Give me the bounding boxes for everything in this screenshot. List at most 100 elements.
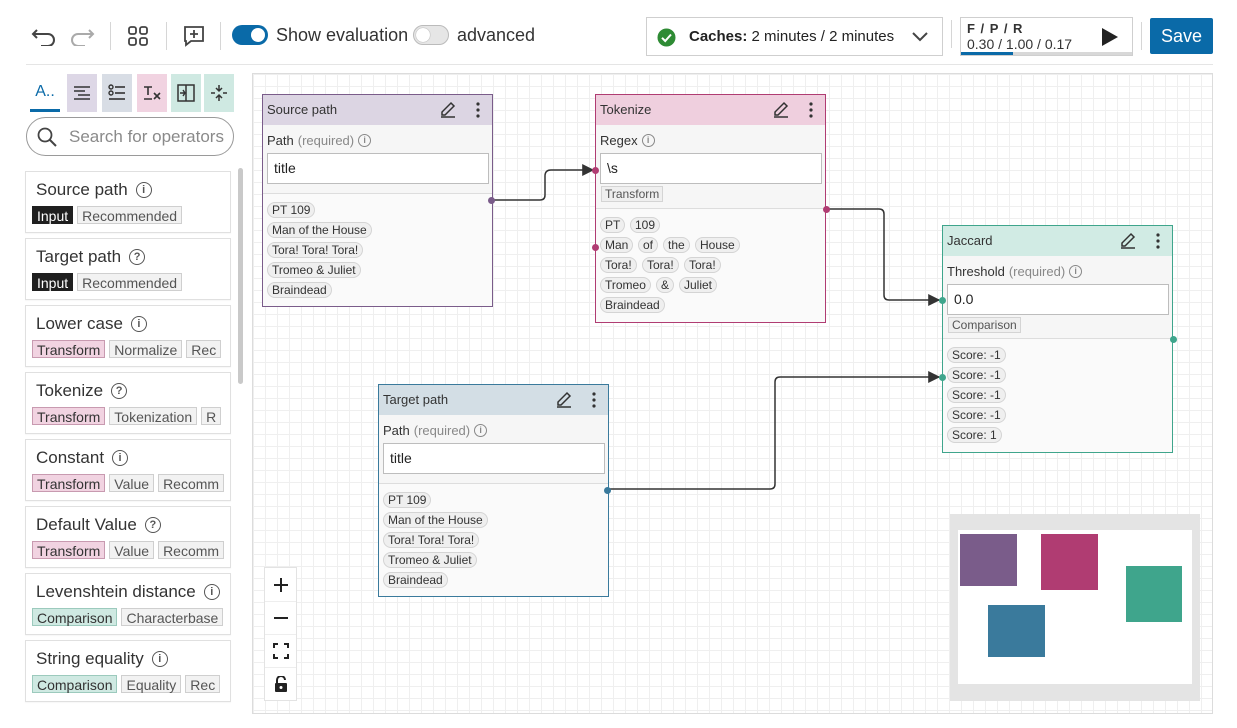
edit-icon[interactable] <box>772 101 790 119</box>
info-icon[interactable]: i <box>641 134 655 147</box>
info-icon[interactable]: i <box>474 424 488 437</box>
edit-icon[interactable] <box>555 391 573 409</box>
param-name: Threshold <box>947 264 1005 279</box>
more-vert-icon[interactable] <box>802 101 820 119</box>
input-port[interactable] <box>939 297 946 304</box>
zoom-in-button[interactable] <box>265 568 296 601</box>
node-source-path[interactable]: Source path Path(required)i title PT 109… <box>262 94 495 307</box>
input-port[interactable] <box>592 244 599 251</box>
tab-input[interactable] <box>67 74 97 112</box>
input-port[interactable] <box>939 374 946 381</box>
redo-button[interactable] <box>68 22 96 50</box>
toolbar-divider <box>110 22 111 50</box>
node-header[interactable]: Target path <box>379 385 608 415</box>
caches-dropdown[interactable]: Caches: 2 minutes / 2 minutes <box>646 17 943 56</box>
score-chip: Score: -1 <box>947 347 1006 363</box>
play-icon[interactable] <box>1099 27 1119 47</box>
operator-tag: Comparison <box>32 608 118 626</box>
operator-title-text: Default Value <box>36 515 137 534</box>
sidebar-scrollbar[interactable] <box>238 168 243 384</box>
operator-tag: Transform <box>32 541 106 559</box>
toggle-knob <box>416 28 430 42</box>
more-vert-icon[interactable] <box>585 391 603 409</box>
node-target-path[interactable]: Target path Path(required)i title PT 109… <box>378 384 611 597</box>
node-jaccard[interactable]: Jaccard Threshold(required)i 0.0 Compari… <box>939 225 1177 453</box>
save-button[interactable]: Save <box>1150 18 1213 54</box>
info-icon[interactable]: i <box>130 316 147 332</box>
zoom-in-icon <box>273 577 288 592</box>
help-icon[interactable]: ? <box>129 249 146 265</box>
operator-tag: Input <box>32 273 74 291</box>
help-icon[interactable]: ? <box>111 383 128 399</box>
threshold-input[interactable]: 0.0 <box>947 284 1169 315</box>
info-icon[interactable]: i <box>1069 265 1083 278</box>
path-input[interactable]: title <box>267 153 489 184</box>
output-port[interactable] <box>823 206 830 213</box>
minimap[interactable] <box>950 514 1200 701</box>
operator-title-text: Constant <box>36 448 105 467</box>
info-icon[interactable]: i <box>135 182 152 198</box>
node-header[interactable]: Tokenize <box>596 95 825 125</box>
tab-aggregation[interactable] <box>204 74 234 112</box>
evaluation-score-panel[interactable]: F / P / R 0.30 / 1.00 / 0.17 <box>960 17 1133 56</box>
output-port[interactable] <box>1170 336 1177 343</box>
caches-text: Caches: 2 minutes / 2 minutes <box>689 28 894 45</box>
show-evaluation-toggle[interactable] <box>232 25 268 45</box>
param-required: (required) <box>297 133 355 148</box>
info-icon[interactable]: i <box>203 584 220 600</box>
result-chip: Tromeo & Juliet <box>383 552 477 568</box>
info-icon[interactable]: i <box>151 651 168 667</box>
toggle-knob <box>251 28 265 42</box>
node-title: Tokenize <box>600 102 652 117</box>
operator-tag: Recommended <box>77 206 183 224</box>
operator-tag: Tokenization <box>109 407 198 425</box>
input-port[interactable] <box>592 167 599 174</box>
tab-transform-list[interactable] <box>102 74 132 112</box>
info-icon[interactable]: i <box>112 450 129 466</box>
node-header[interactable]: Source path <box>263 95 492 125</box>
clear-format-icon <box>144 86 161 100</box>
list-icon <box>74 86 90 100</box>
fpr-progress-bar <box>961 52 1013 55</box>
search-input[interactable] <box>67 118 233 155</box>
undo-button[interactable] <box>30 22 58 50</box>
node-header[interactable]: Jaccard <box>943 226 1172 256</box>
zoom-out-button[interactable] <box>265 601 296 634</box>
advanced-toggle[interactable] <box>413 25 449 45</box>
info-icon[interactable]: i <box>358 134 372 147</box>
toolbar-divider <box>220 22 221 50</box>
lock-button[interactable] <box>265 667 296 700</box>
fit-view-button[interactable] <box>265 634 296 667</box>
token-chip: Tora! <box>684 257 721 273</box>
output-port[interactable] <box>488 197 495 204</box>
param-label: Threshold(required)i <box>947 264 1083 279</box>
path-input[interactable]: title <box>383 443 605 474</box>
regex-input[interactable]: \s <box>600 153 822 184</box>
token-chip: Man <box>600 237 634 253</box>
more-vert-icon[interactable] <box>469 101 487 119</box>
more-vert-icon[interactable] <box>1149 232 1167 250</box>
help-icon[interactable]: ? <box>144 517 161 533</box>
tab-all[interactable]: A.. <box>30 74 60 112</box>
add-comment-button[interactable] <box>180 22 208 50</box>
tab-comparison[interactable] <box>171 74 201 112</box>
lock-icon <box>274 676 287 692</box>
edit-icon[interactable] <box>439 101 457 119</box>
output-port[interactable] <box>604 487 611 494</box>
tab-transform[interactable] <box>137 74 167 112</box>
auto-layout-button[interactable] <box>124 22 152 50</box>
operator-search[interactable] <box>26 117 234 156</box>
compare-icon <box>177 84 195 102</box>
edit-icon[interactable] <box>1119 232 1137 250</box>
